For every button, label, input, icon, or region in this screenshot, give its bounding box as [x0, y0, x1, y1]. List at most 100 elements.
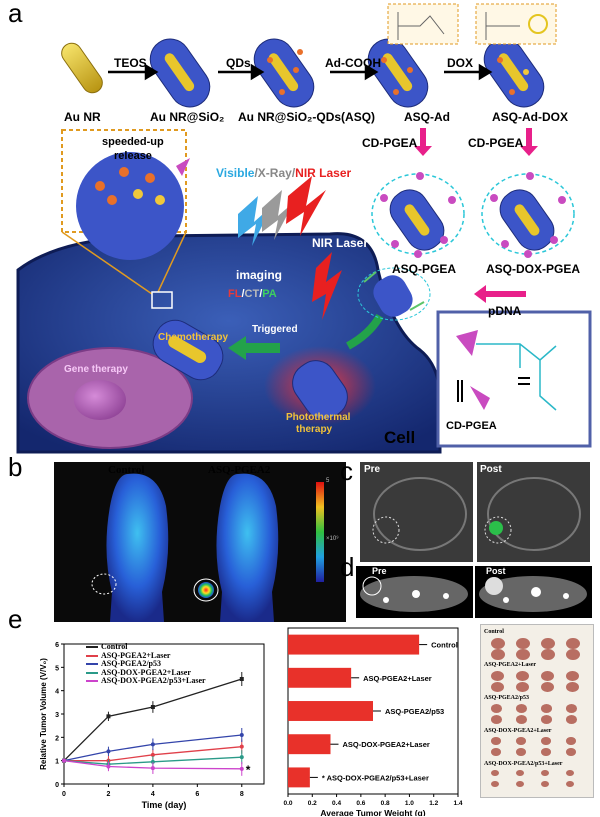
panel-label-a: a	[8, 0, 23, 28]
bar-label: ASQ-DOX-PGEA2+Laser	[343, 740, 430, 749]
legend-swatch	[86, 680, 98, 683]
label-c-pre: Pre	[364, 464, 381, 475]
tumor-circle-right	[193, 578, 219, 602]
tumor-specimen	[566, 781, 574, 788]
tumor-specimen	[541, 649, 555, 661]
tumor-specimen	[541, 715, 552, 724]
legend-swatch	[86, 663, 98, 666]
series-line-1	[64, 746, 242, 762]
legend-swatch	[86, 671, 98, 674]
pa-signal	[489, 521, 503, 535]
label-legend-cd-pgea: CD-PGEA	[446, 420, 497, 432]
step-arrows	[108, 63, 493, 81]
bar	[288, 701, 373, 721]
panel-b-imaging	[54, 462, 346, 622]
tumor-specimen	[491, 748, 501, 756]
post-tumor-circle	[484, 516, 512, 544]
label-au-nr-sio2: Au NR@SiO₂	[150, 110, 225, 124]
silica-rod-1	[149, 38, 211, 108]
tumor-specimen	[566, 704, 577, 713]
visible-beam	[238, 196, 272, 246]
y-tick-label: 5	[55, 665, 59, 672]
scale-top-value: 5	[326, 478, 330, 484]
y-axis-label: Relative Tumor Volume (V/V₀)	[39, 658, 48, 770]
photo-group-label: ASQ-DOX-PGEA2+Laser	[484, 728, 552, 734]
label-photothermal-therapy: therapy	[296, 424, 333, 435]
legend-swatch	[86, 654, 98, 657]
tumor-specimen	[566, 638, 580, 650]
au-nanorod	[61, 42, 103, 94]
pgea-cluster-left	[371, 172, 465, 258]
label-asq-dox-pgea: ASQ-DOX-PGEA	[486, 262, 581, 276]
tumor-specimen	[541, 638, 555, 650]
bar	[288, 667, 352, 688]
silica-rod-2	[253, 38, 315, 108]
label-asq: Au NR@SiO₂-QDs(ASQ)	[238, 110, 376, 124]
mouse-left	[106, 473, 169, 622]
legend-label: ASQ-DOX-PGEA2+Laser	[101, 667, 191, 677]
tumor-specimen	[541, 704, 552, 713]
bar-label: * ASQ-DOX-PGEA2/p53+Laser	[322, 773, 429, 782]
tumor-specimen	[491, 770, 499, 777]
label-d-post: Post	[486, 566, 506, 576]
legend-item: ASQ-PGEA2/p53	[86, 659, 161, 668]
label-d-pre: Pre	[372, 566, 387, 576]
tumor-weight-chart: ControlASQ-PGEA2+LaserASQ-PGEA2/p53ASQ-D…	[283, 627, 463, 816]
step-label-teos: TEOS	[114, 56, 147, 70]
panel-label-d: d	[340, 552, 355, 582]
x-axis-label: Time (day)	[142, 800, 187, 810]
series-line-0	[63, 678, 242, 762]
label-control: Control	[108, 464, 145, 476]
tumor-specimen	[516, 671, 529, 681]
silica-rod-4	[483, 38, 545, 108]
y-tick-label: 4	[55, 689, 59, 696]
label-pdna: pDNA	[488, 304, 522, 318]
tumor-circle-left	[91, 573, 117, 595]
tumor-specimen	[566, 770, 574, 777]
panel-d-ct-images	[356, 566, 592, 618]
tumor-specimen	[566, 715, 577, 724]
x-tick-label: 2	[106, 791, 110, 798]
pre-tumor-circle	[372, 516, 400, 544]
label-chemotherapy: Chemotherapy	[158, 332, 229, 343]
tumor-specimen	[541, 748, 551, 756]
x-tick-label: 0.2	[308, 800, 317, 807]
tumor-specimen	[516, 715, 527, 724]
uptake-arrow	[346, 313, 384, 350]
tumor-specimen	[516, 682, 529, 692]
tumor-specimen	[491, 671, 504, 681]
tumor-specimen	[491, 649, 505, 661]
tumor-specimen	[491, 682, 504, 692]
scale-unit: ×10⁹	[326, 536, 339, 542]
panel-label-e: e	[8, 604, 23, 634]
legend-label: Control	[101, 642, 128, 651]
y-tick-label: 6	[55, 642, 59, 649]
label-c-post: Post	[480, 464, 502, 475]
silica-rod-3	[367, 38, 429, 108]
label-pa: PA	[262, 288, 277, 300]
pgea-cluster-right	[481, 172, 575, 258]
tumor-hotspot	[198, 582, 214, 598]
photo-group-label: ASQ-PGEA2+Laser	[484, 662, 537, 668]
x-tick-label: 1.2	[429, 800, 438, 807]
photo-group-label: ASQ-DOX-PGEA2/p53+Laser	[484, 761, 563, 767]
nir-beam-top	[286, 176, 326, 236]
nir-beam-mid	[312, 252, 342, 320]
legend-swatch	[86, 646, 98, 649]
bar	[288, 767, 310, 788]
tumor-specimen	[541, 671, 554, 681]
tumor-specimen	[566, 737, 576, 745]
x-tick-label: 0.6	[356, 800, 365, 807]
label-cd-pgea-right: CD-PGEA	[468, 136, 524, 150]
label-au-nr: Au NR	[64, 110, 101, 124]
panel-label-c: c	[340, 456, 353, 486]
label-release: release	[114, 150, 152, 162]
cd-pgea-legend-box	[436, 310, 592, 448]
tumor-specimen	[516, 737, 526, 745]
legend-label: ASQ-PGEA2/p53	[101, 659, 162, 668]
legend-item: ASQ-PGEA2+Laser	[86, 651, 170, 660]
label-laser-sources: Visible/X-Ray/NIR Laser	[216, 166, 351, 180]
photo-group-label: ASQ-PGEA2/p53	[484, 695, 530, 701]
panel-c-pa-images	[360, 462, 590, 562]
